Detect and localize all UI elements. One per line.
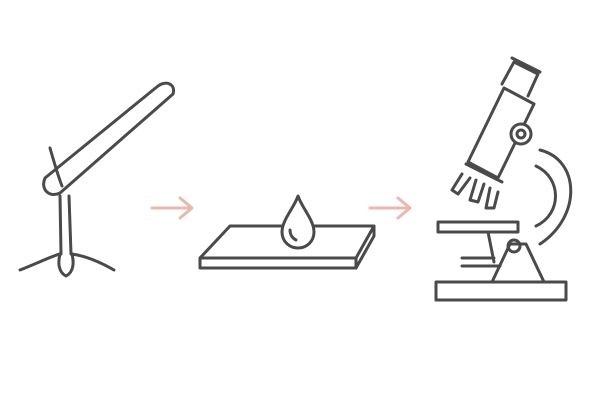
arrow-right-icon — [368, 196, 412, 220]
microscope-icon — [434, 56, 573, 302]
slide-drop-icon — [198, 194, 376, 270]
hair-pluck-icon — [18, 81, 176, 278]
arrow-right-icon — [150, 196, 194, 220]
